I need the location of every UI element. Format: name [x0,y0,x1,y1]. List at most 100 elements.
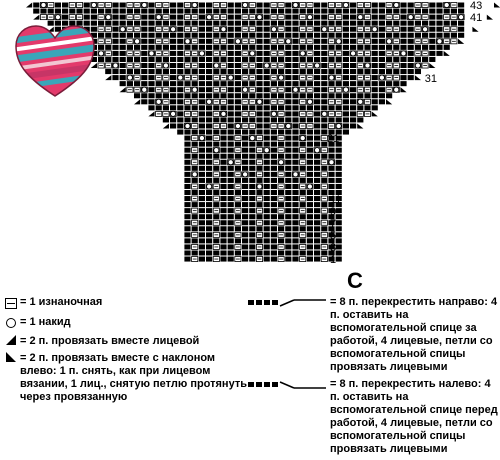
chart-cell [321,129,328,135]
chart-cell [443,20,450,26]
chart-cell [407,2,414,8]
chart-cell [134,81,141,87]
chart-cell [400,8,407,14]
chart-cell [335,171,342,177]
chart-cell [299,56,306,62]
chart-cell [134,69,141,75]
chart-cell [278,20,285,26]
row-number: 43 [470,0,483,12]
chart-cell [314,87,321,93]
chart-cell [278,250,285,256]
chart-cell [191,20,198,26]
chart-cell [342,81,349,87]
chart-cell [119,2,126,8]
chart-cell [213,202,220,208]
chart-cell [249,171,256,177]
chart-cell [429,44,436,50]
chart-cell [306,8,313,14]
k2tog-right-icon [6,335,16,345]
chart-cell [306,226,313,232]
chart-cell [90,8,97,14]
chart-cell [206,93,213,99]
chart-cell [220,117,227,123]
chart-cell [256,238,263,244]
chart-cell [285,208,292,214]
chart-cell [378,14,385,20]
chart-cell [263,129,270,135]
chart-cell [62,2,69,8]
chart-cell [249,214,256,220]
chart-yarn-over [184,122,191,130]
chart-cell [278,226,285,232]
chart-cell [292,99,299,105]
legend-item-cable-left: = 8 п. перекрестить налево: 4 п. оставит… [248,378,498,456]
chart-cell [119,75,126,81]
chart-cell [321,117,328,123]
chart-cell [198,232,205,238]
chart-cell [191,129,198,135]
chart-cell [335,32,342,38]
chart-cell [306,81,313,87]
chart-cell [371,69,378,75]
chart-cell [314,165,321,171]
chart-cell [105,56,112,62]
chart-cell [285,8,292,14]
chart-cell [263,123,270,129]
chart-cell [242,244,249,250]
chart-cell [400,32,407,38]
chart-cell [292,196,299,202]
chart-yarn-over [256,183,263,190]
chart-yarn-over [400,50,407,57]
chart-cell [242,105,249,111]
chart-cell [234,69,241,75]
chart-cell [249,226,256,232]
chart-cell [285,238,292,244]
chart-cell [184,165,191,171]
chart-cell [242,183,249,189]
chart-cell [270,189,277,196]
chart-cell [285,153,292,159]
chart-cell [342,32,349,38]
chart-yarn-over [350,50,357,57]
chart-yarn-over [134,38,141,45]
chart-yarn-over [378,74,385,81]
chart-yarn-over [458,14,465,21]
chart-cell [292,202,299,208]
chart-cell [141,14,148,20]
chart-cell [227,177,234,183]
chart-cell [292,232,299,238]
chart-cell [386,32,393,38]
chart-yarn-over [234,122,241,130]
chart-cell [321,8,328,14]
chart-cell [213,141,220,147]
chart-cell [314,56,321,62]
chart-cell [285,220,292,226]
chart-yarn-over [278,159,285,166]
chart-cell [270,208,277,214]
chart-cell [450,8,457,14]
chart-cell [62,14,69,20]
chart-cell [184,214,191,220]
chart-cell [47,8,54,14]
chart-cell [148,105,155,111]
chart-cell [371,93,378,99]
chart-cell [342,26,349,32]
chart-cell [357,69,364,75]
cable-left-icon [248,381,326,389]
chart-cell [83,26,90,32]
chart-cell [328,117,335,123]
chart-cell [206,75,213,81]
chart-cell [270,44,277,50]
chart-yarn-over [206,98,213,105]
chart-cell [407,44,414,50]
chart-cell [184,177,191,183]
chart-cell [76,20,83,26]
chart-cell [285,165,292,171]
chart-yarn-over [285,122,292,130]
chart-cell [242,56,249,62]
chart-yarn-over [119,26,126,33]
chart-cell [177,87,184,93]
chart-cell [148,8,155,14]
chart-cell [357,56,364,62]
chart-cell [227,99,234,105]
